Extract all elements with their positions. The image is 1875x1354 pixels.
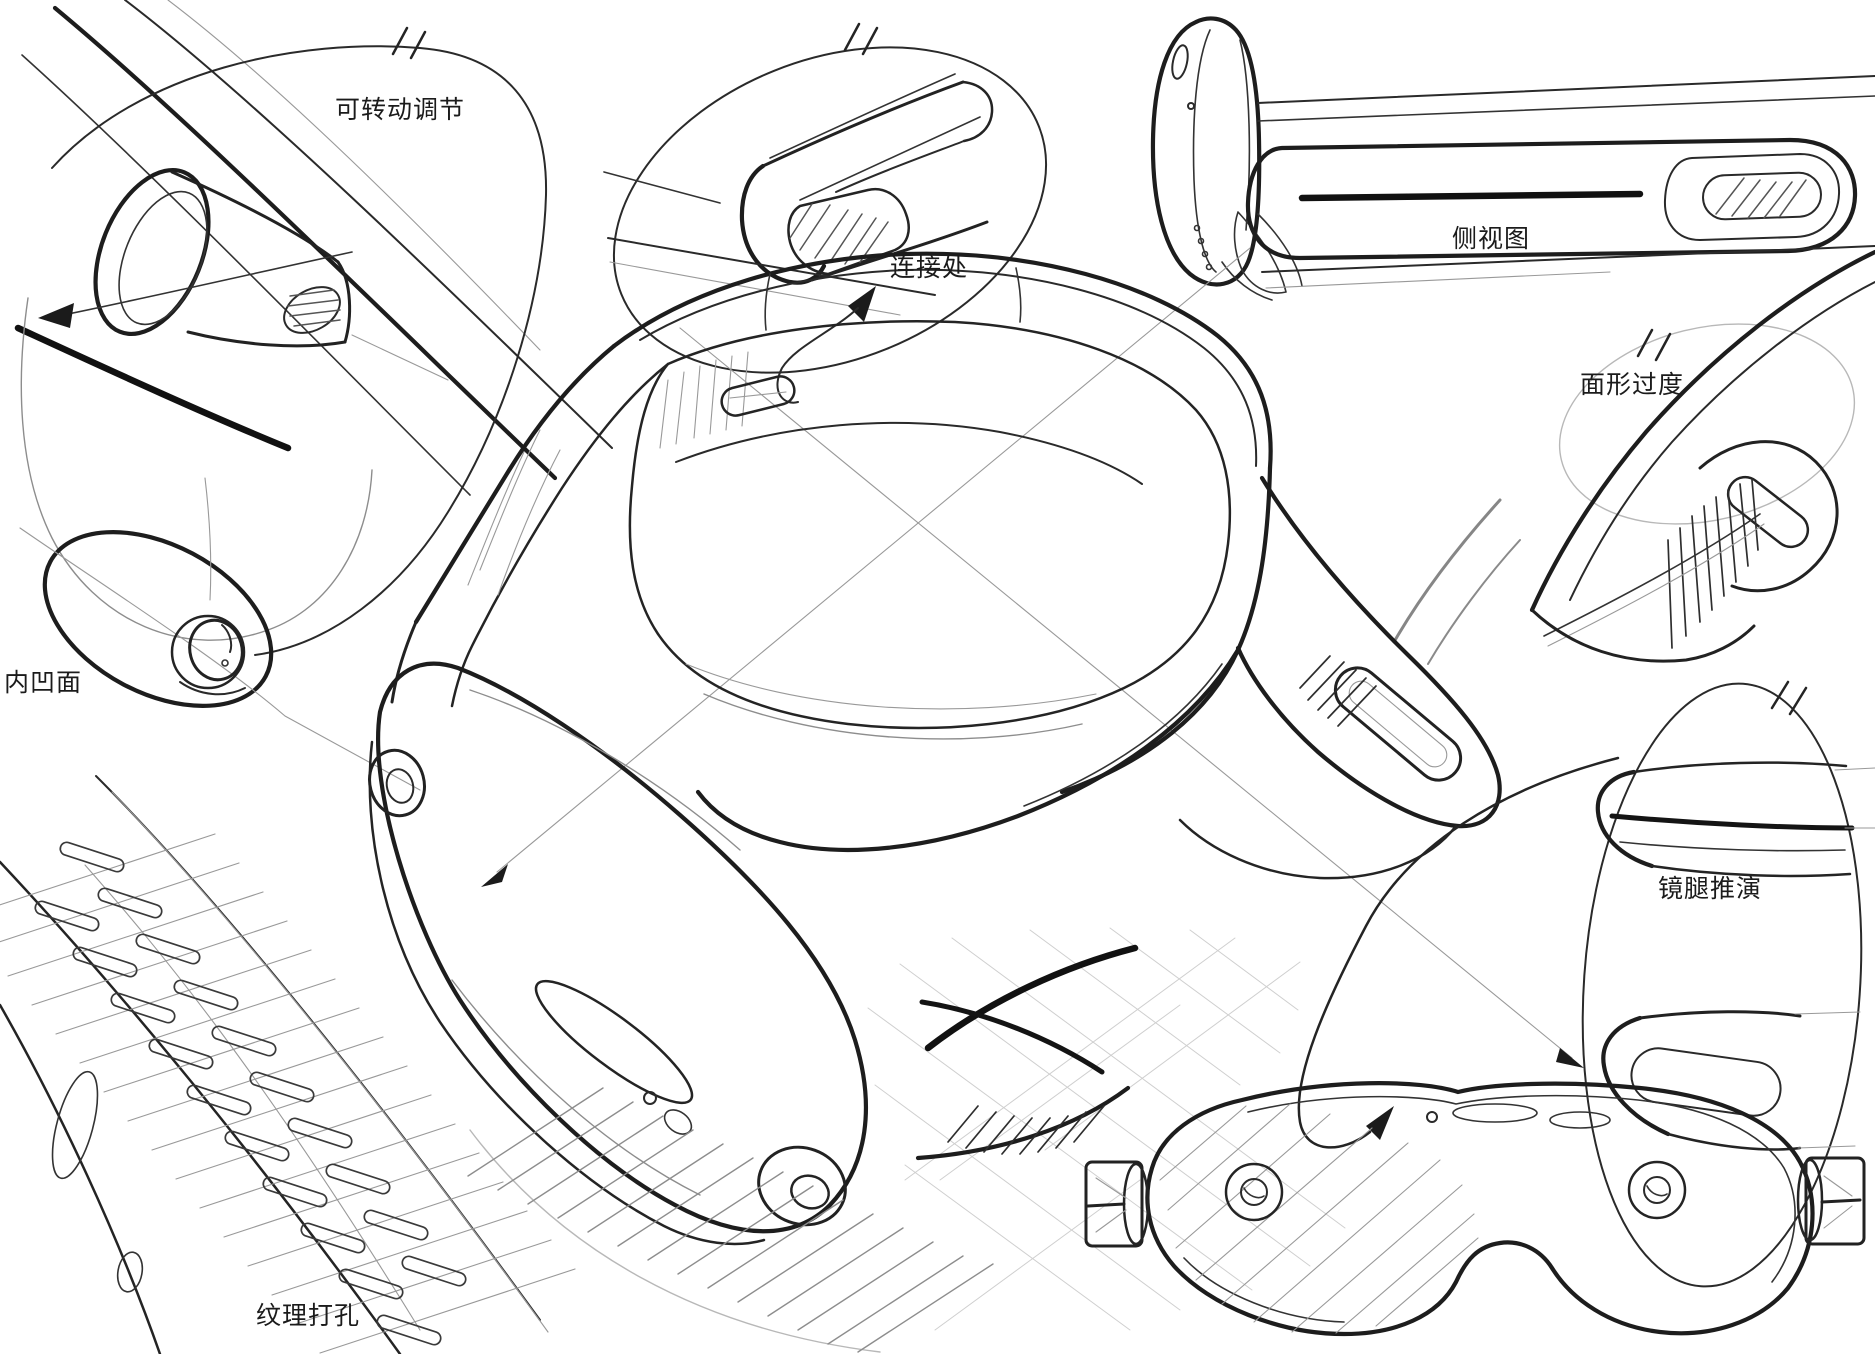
right-temple-arm — [1178, 475, 1502, 880]
temple-arm-capsule — [1245, 137, 1858, 261]
annotation-side-view: 侧视图 — [1452, 225, 1531, 253]
texture-perforation-detail — [0, 775, 576, 1354]
mask-camera-right — [1627, 1160, 1687, 1220]
hatch-tick-icon — [843, 22, 879, 56]
speaker-cylinder — [93, 167, 449, 381]
rotatable-adjustment-detail — [14, 0, 613, 656]
annotation-texture-perforation: 纹理打孔 — [256, 1302, 361, 1330]
perforation-hatch — [0, 833, 576, 1354]
side-view-sketch — [1150, 16, 1875, 301]
concave-surface-detail — [19, 477, 421, 791]
connector-detail — [603, 22, 1048, 404]
temple-arm-iteration-detail — [1297, 680, 1875, 1288]
upper-paddle — [1595, 761, 1875, 878]
connector-block — [739, 73, 994, 285]
mask-side-connector-right — [1796, 1156, 1866, 1246]
hatch-tick-icon — [1770, 680, 1808, 716]
mask-camera-left — [1224, 1162, 1284, 1222]
annotation-connection-point: 连接处 — [890, 254, 969, 282]
strap-ends — [915, 944, 1139, 1161]
annotation-concave-surface: 内凹面 — [4, 669, 83, 697]
iteration-arrow — [1297, 756, 1620, 1149]
under-visor-hatch — [467, 1087, 994, 1353]
annotation-temple-arm-iteration: 镜腿推演 — [1658, 875, 1763, 903]
head-band — [390, 251, 1273, 853]
construction-lines — [481, 247, 1584, 1068]
hatch-tick-icon — [391, 26, 427, 60]
mask-hatch — [1159, 1103, 1479, 1334]
hatch-tick-icon — [1636, 328, 1672, 362]
front-mask-sketch — [1084, 1081, 1866, 1337]
front-shield — [1150, 16, 1303, 301]
annotation-rotatable-adjustment: 可转动调节 — [335, 96, 466, 124]
lower-paddle — [1601, 1010, 1861, 1151]
mask-side-connector-left — [1084, 1160, 1150, 1248]
direction-arrow — [38, 251, 353, 328]
bottom-edge-shade — [0, 1346, 1875, 1354]
ear-pod — [170, 614, 246, 696]
front-visor — [368, 661, 869, 1246]
surface-transition-detail — [1392, 249, 1875, 665]
main-headset-sketch — [368, 247, 1584, 1353]
annotation-surface-transition: 面形过度 — [1580, 371, 1685, 399]
ground-grid — [867, 927, 1346, 1331]
perforation-slots — [34, 841, 467, 1346]
